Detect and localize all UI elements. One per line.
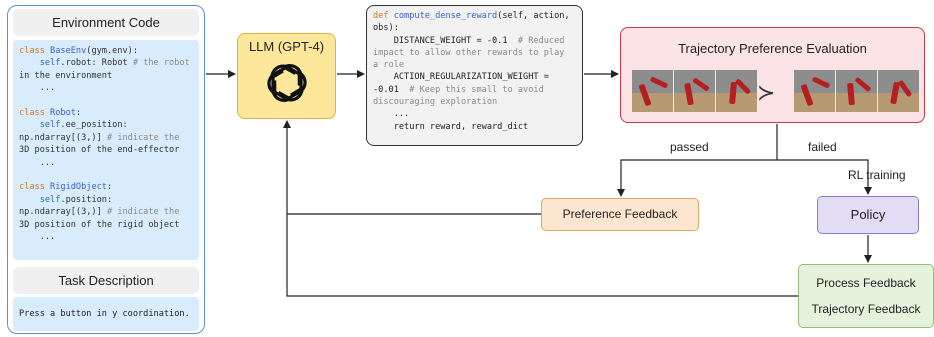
- llm-box: [237, 33, 336, 119]
- trajectory-feedback-label: Trajectory Feedback: [811, 302, 921, 316]
- code-token: np.ndarray[(3,)]: [19, 207, 107, 218]
- code-token: (gym.env):: [86, 46, 139, 56]
- code-token: :: [106, 182, 113, 193]
- code-line: in the environment: [19, 70, 113, 81]
- code-line: ...: [19, 232, 56, 243]
- code-line: 3D position of the rigid object: [19, 219, 180, 230]
- code-token: Robot: [50, 108, 76, 119]
- rl-training-label: RL training: [848, 168, 906, 182]
- task-description-header: Task Description: [13, 267, 199, 294]
- code-token: .position:: [60, 194, 113, 205]
- code-token: .robot: Robot: [60, 58, 133, 69]
- edge-failed: [777, 159, 872, 195]
- code-comment: a role: [373, 60, 405, 71]
- code-comment: discouraging exploration: [373, 97, 498, 108]
- code-comment: # indicate the: [106, 207, 180, 218]
- code-line: 3D position of the end-effector: [19, 145, 180, 156]
- code-comment: # Reduced: [517, 35, 565, 46]
- code-token: self: [39, 58, 61, 69]
- code-token: BaseEnv: [50, 46, 87, 56]
- edge-process-to-llm: [286, 214, 798, 297]
- code-line: ACTION_REGULARIZATION_WEIGHT =: [373, 72, 549, 83]
- code-token: class: [19, 46, 51, 56]
- code-token: -0.01: [373, 84, 410, 95]
- code-token: DISTANCE_WEIGHT = -0.1: [373, 35, 518, 46]
- trajectory-b-frame: [794, 70, 835, 112]
- trajectory-a-frame: [632, 70, 673, 112]
- code-token: .ee_position:: [60, 120, 128, 131]
- trajectory-b-frame: [836, 70, 877, 112]
- trajectory-b-frame: [878, 70, 919, 112]
- code-token: def: [373, 11, 394, 21]
- code-token: RigidObject: [50, 182, 107, 193]
- code-token: (self, action,: [497, 11, 570, 21]
- code-line: ...: [19, 157, 56, 168]
- process-feedback-box: [798, 264, 934, 328]
- code-line: obs):: [373, 23, 399, 34]
- code-token: self: [39, 194, 61, 205]
- code-token: class: [19, 108, 51, 119]
- trajectory-preference-label: Trajectory Preference Evaluation: [678, 41, 867, 56]
- openai-logo-icon: [267, 64, 307, 102]
- llm-label: LLM (GPT-4): [248, 39, 325, 54]
- code-comment: impact to allow other rewards to play: [373, 47, 565, 58]
- code-token: :: [75, 108, 82, 119]
- code-token: np.ndarray[(3,)]: [19, 132, 107, 143]
- failed-label: failed: [808, 140, 837, 154]
- trajectory-a-frame: [674, 70, 715, 112]
- code-token: compute_dense_reward: [393, 11, 498, 21]
- code-line: return reward, reward_dict: [373, 121, 529, 132]
- code-token: self: [39, 120, 61, 131]
- preference-symbol: ≻: [757, 80, 776, 105]
- edge-passed: [617, 159, 777, 197]
- process-feedback-label: Process Feedback: [816, 276, 916, 290]
- policy-box: Policy: [817, 196, 919, 234]
- preference-feedback-box: Preference Feedback: [541, 198, 699, 231]
- code-line: ...: [19, 83, 56, 94]
- task-description-text: Press a button in y coordination.: [13, 297, 199, 331]
- code-comment: # the robot: [132, 58, 190, 69]
- code-comment: # Keep this small to avoid: [409, 84, 544, 95]
- code-line: ...: [373, 109, 410, 120]
- environment-code-block: class BaseEnv(gym.env): self.robot: Robo…: [13, 40, 199, 260]
- code-token: class: [19, 182, 51, 193]
- passed-label: passed: [670, 140, 709, 154]
- trajectory-a-frame: [716, 70, 757, 112]
- reward-function-code: def compute_dense_reward(self, action, o…: [366, 5, 583, 146]
- code-comment: # indicate the: [106, 132, 180, 143]
- environment-code-header: Environment Code: [13, 9, 199, 36]
